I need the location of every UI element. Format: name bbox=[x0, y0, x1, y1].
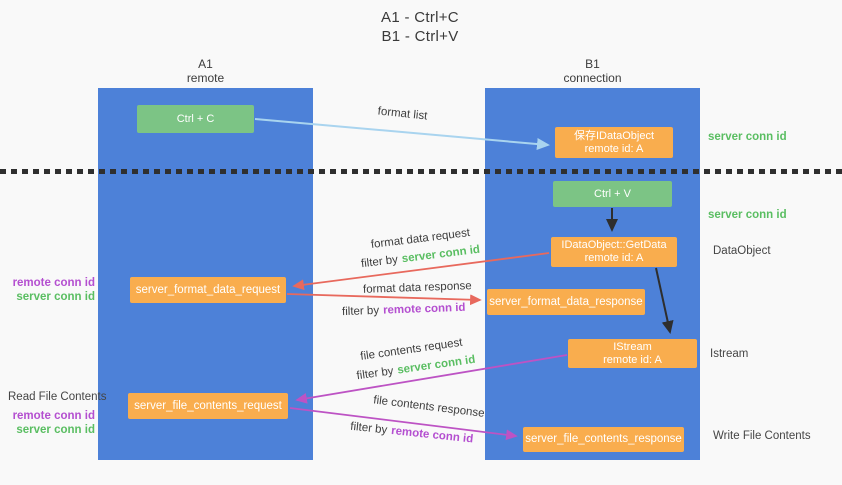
label-file-contents-response: file contents response bbox=[372, 394, 486, 420]
server-conn-id-text: server conn id bbox=[396, 353, 477, 377]
lane-header-b1: B1 connection bbox=[485, 57, 700, 85]
node-server-format-data-request: server_format_data_request bbox=[130, 277, 286, 303]
remote-conn-id-text: remote conn id bbox=[12, 277, 95, 289]
node-format-response-label: server_format_data_response bbox=[489, 295, 643, 308]
node-getdata-line2: remote id: A bbox=[584, 252, 644, 264]
label-format-data-response: format data response bbox=[362, 280, 472, 296]
node-save-idataobject: 保存IDataObject remote id: A bbox=[555, 127, 673, 158]
node-save-idataobject-line1: 保存IDataObject bbox=[573, 129, 655, 142]
node-ctrl-v: Ctrl + V bbox=[553, 181, 672, 207]
server-conn-id-text: server conn id bbox=[16, 291, 95, 303]
machine-boundary-dotted-line bbox=[0, 169, 842, 174]
filter-by-text: filter by bbox=[360, 253, 399, 271]
node-ctrl-v-label: Ctrl + V bbox=[594, 187, 631, 200]
node-istream-line1: IStream bbox=[613, 340, 652, 353]
node-server-file-contents-request: server_file_contents_request bbox=[128, 393, 288, 419]
node-istream-line2: remote id: A bbox=[603, 353, 662, 366]
server-conn-id-text: server conn id bbox=[401, 243, 481, 266]
lane-a1-role: remote bbox=[186, 71, 225, 85]
node-ctrl-c: Ctrl + C bbox=[137, 105, 254, 133]
label-dataobject: DataObject bbox=[713, 245, 771, 257]
remote-conn-id-text: remote conn id bbox=[382, 301, 466, 317]
conn-id-pair-file: remote conn id server conn id bbox=[0, 409, 95, 437]
node-istream: IStream remote id: A bbox=[568, 339, 697, 368]
lane-b1-role: connection bbox=[563, 71, 622, 85]
node-idataobject-getdata: IDataObject::GetData remote id: A bbox=[551, 237, 677, 267]
node-file-response-label: server_file_contents_response bbox=[525, 433, 682, 445]
lane-a1-name: A1 bbox=[198, 57, 213, 71]
title-line-2: B1 - Ctrl+V bbox=[381, 28, 459, 45]
label-write-file-contents: Write File Contents bbox=[713, 430, 811, 442]
label-read-file-contents: Read File Contents bbox=[8, 391, 107, 403]
conn-id-pair-format: remote conn id server conn id bbox=[0, 276, 95, 304]
lane-header-a1: A1 remote bbox=[98, 57, 313, 85]
label-server-conn-id-mid: server conn id bbox=[708, 209, 787, 221]
filter-by-text: filter by bbox=[349, 420, 388, 437]
node-format-request-label: server_format_data_request bbox=[135, 283, 281, 296]
remote-conn-id-text: remote conn id bbox=[12, 410, 95, 422]
node-ctrl-c-label: Ctrl + C bbox=[176, 112, 215, 125]
label-istream: Istream bbox=[710, 348, 749, 360]
node-file-request-label: server_file_contents_request bbox=[134, 399, 282, 412]
node-server-file-contents-response: server_file_contents_response bbox=[523, 427, 684, 452]
server-conn-id-text: server conn id bbox=[16, 424, 95, 436]
label-server-conn-id-top: server conn id bbox=[708, 131, 787, 143]
node-save-idataobject-line2: remote id: A bbox=[584, 142, 644, 155]
lane-b1-name: B1 bbox=[585, 57, 600, 71]
node-server-format-data-response: server_format_data_response bbox=[487, 289, 645, 315]
diagram-title: A1 - Ctrl+C B1 - Ctrl+V bbox=[320, 8, 520, 46]
filter-by-text: filter by bbox=[341, 304, 380, 319]
title-line-1: A1 - Ctrl+C bbox=[381, 9, 459, 26]
node-getdata-line1: IDataObject::GetData bbox=[561, 239, 667, 251]
remote-conn-id-text: remote conn id bbox=[390, 424, 474, 446]
label-format-list: format list bbox=[377, 105, 428, 123]
filter-by-text: filter by bbox=[355, 365, 395, 383]
